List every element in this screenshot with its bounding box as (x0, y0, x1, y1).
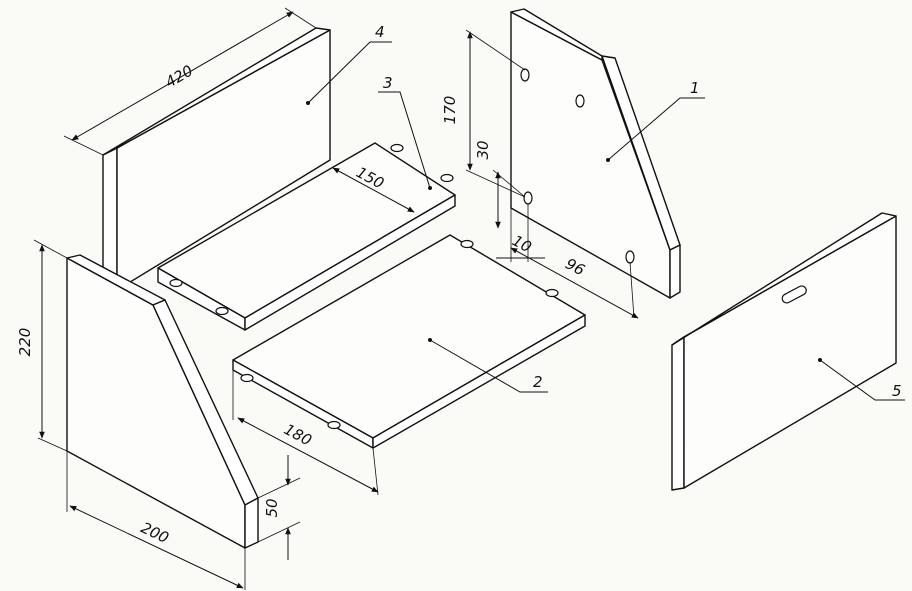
part-label-5: 5 (892, 382, 902, 400)
dim-label-200: 200 (138, 519, 172, 547)
dim-label-50: 50 (263, 498, 281, 517)
dim-label-170: 170 (441, 96, 459, 125)
dim-label-420: 420 (162, 62, 196, 92)
part-label-3: 3 (383, 74, 393, 92)
dim-label-10: 10 (509, 231, 534, 256)
part-1-side-panel-right (510, 8, 681, 299)
dim-label-96: 96 (562, 254, 587, 279)
part-side-panel-left (66, 254, 259, 549)
part-leaders (306, 41, 905, 401)
part-label-2: 2 (533, 373, 543, 391)
dimension-lines (33, 7, 639, 590)
dim-label-30: 30 (474, 140, 492, 159)
dim-label-180: 180 (281, 420, 315, 449)
part-label-4: 4 (375, 23, 385, 41)
part-label-1: 1 (690, 79, 700, 97)
part-5-front-panel (671, 212, 897, 491)
dim-label-220: 220 (16, 328, 34, 357)
